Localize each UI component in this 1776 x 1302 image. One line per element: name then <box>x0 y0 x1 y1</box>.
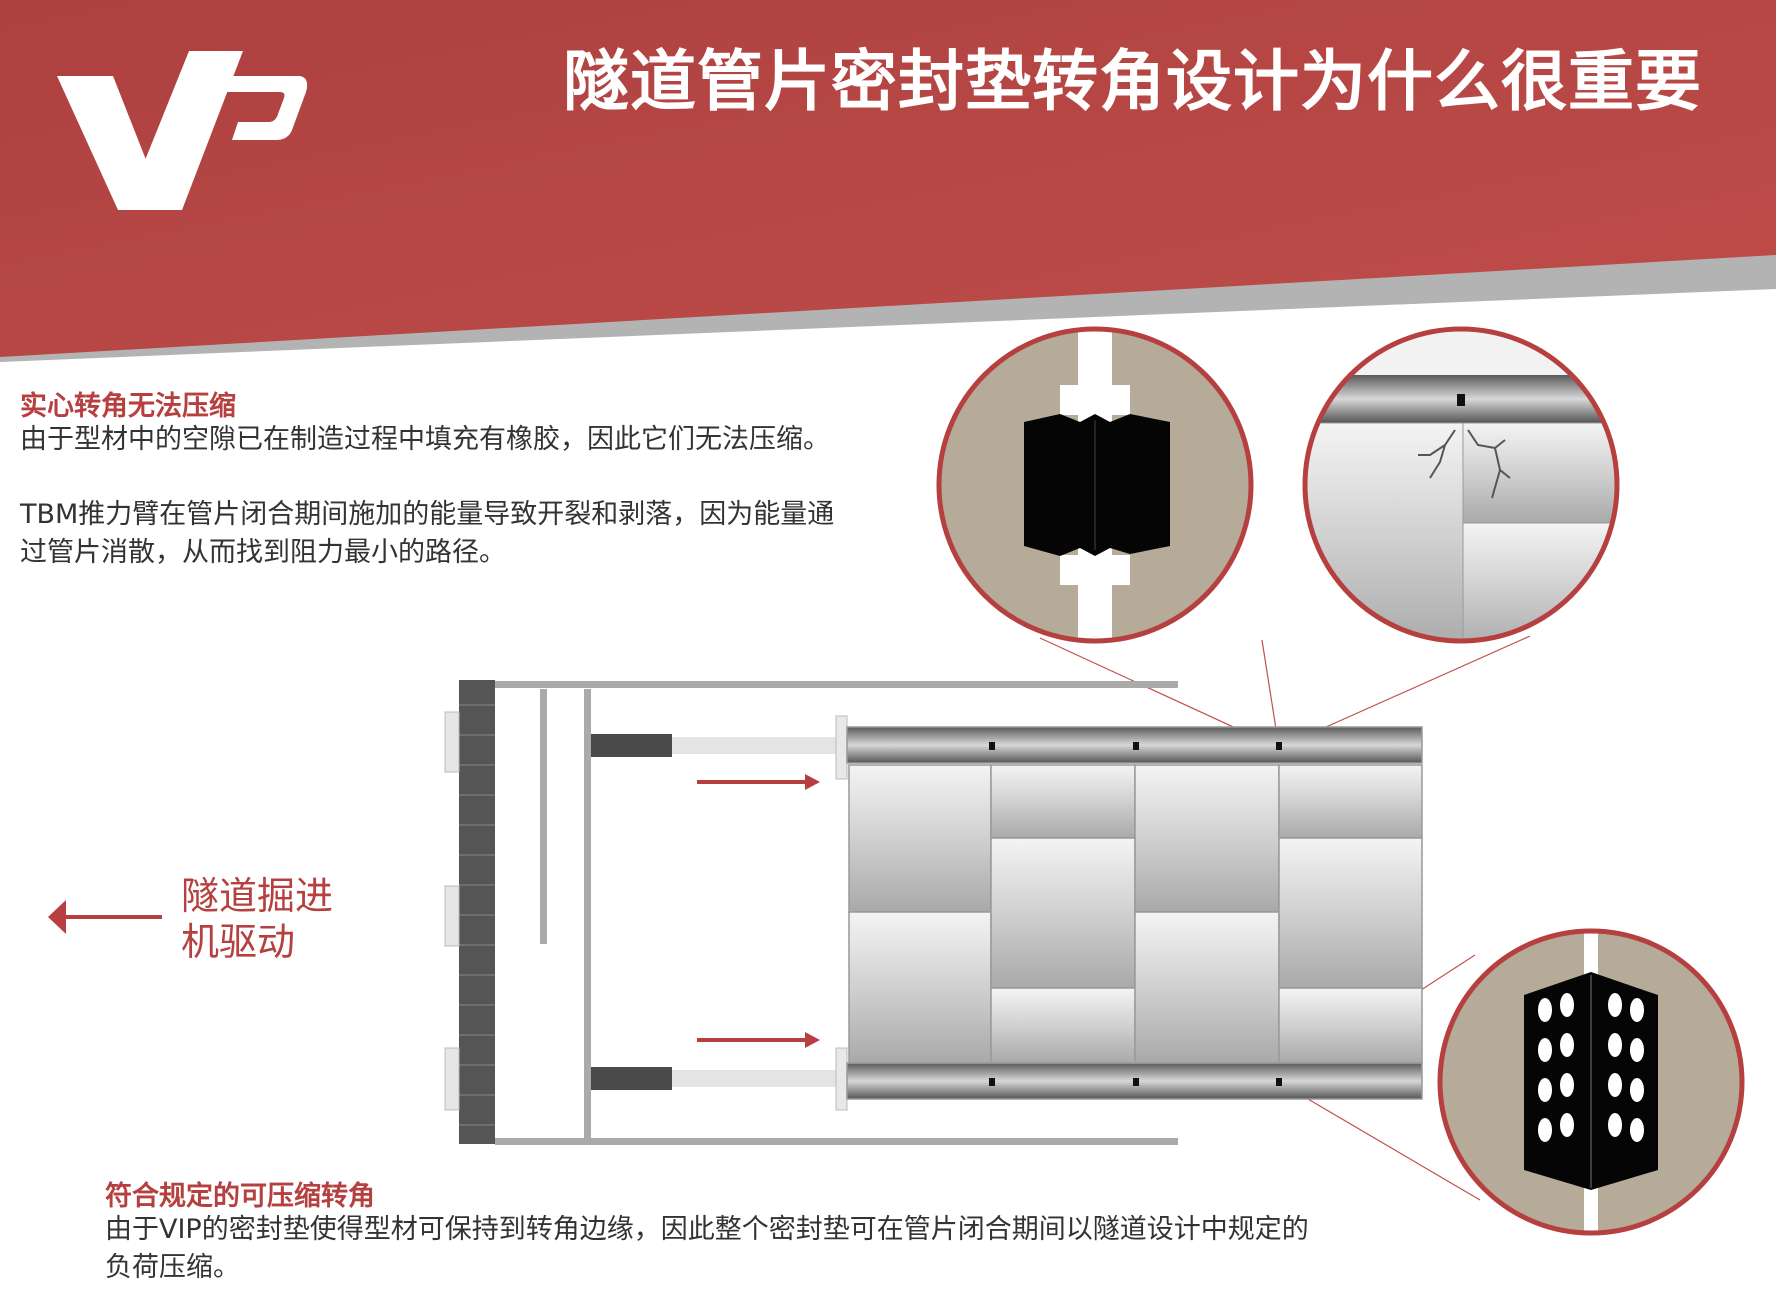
tunnel-segments <box>846 726 1423 1100</box>
vip-logo <box>57 51 308 210</box>
compliant-line-1: 由于VIP的密封垫使得型材可保持到转角边缘，因此整个密封垫可在管片闭合期间以隧道… <box>105 1214 1309 1245</box>
header-band <box>0 0 1776 362</box>
drive-label-line-1: 隧道掘进 <box>181 874 334 918</box>
compliant-corner-detail <box>1437 928 1745 1236</box>
tbm-energy-text: TBM推力臂在管片闭合期间施加的能量导致开裂和剥落，因为能量通 过管片消散，从而… <box>20 496 834 572</box>
thrust-arrows <box>697 774 820 1048</box>
compliant-line-2: 负荷压缩。 <box>105 1252 240 1283</box>
solid-corner-detail <box>936 326 1254 644</box>
solid-corner-text: 由于型材中的空隙已在制造过程中填充有橡胶，因此它们无法压缩。 <box>20 424 830 455</box>
compliant-corner-heading: 符合规定的可压缩转角 <box>105 1181 375 1212</box>
tbm-drive-label: 隧道掘进 机驱动 <box>181 873 333 965</box>
drive-direction-arrow <box>48 900 162 934</box>
drive-label-line-2: 机驱动 <box>181 920 296 964</box>
tbm-energy-line-1: TBM推力臂在管片闭合期间施加的能量导致开裂和剥落，因为能量通 <box>20 499 835 530</box>
page-title: 隧道管片密封垫转角设计为什么很重要 <box>563 43 1702 120</box>
cracked-segment-detail <box>1302 326 1620 644</box>
tbm-energy-line-2: 过管片消散，从而找到阻力最小的路径。 <box>20 537 506 568</box>
tbm-machine <box>444 680 1178 1145</box>
solid-corner-heading: 实心转角无法压缩 <box>20 391 236 422</box>
compliant-corner-text: 由于VIP的密封垫使得型材可保持到转角边缘，因此整个密封垫可在管片闭合期间以隧道… <box>105 1211 1309 1287</box>
